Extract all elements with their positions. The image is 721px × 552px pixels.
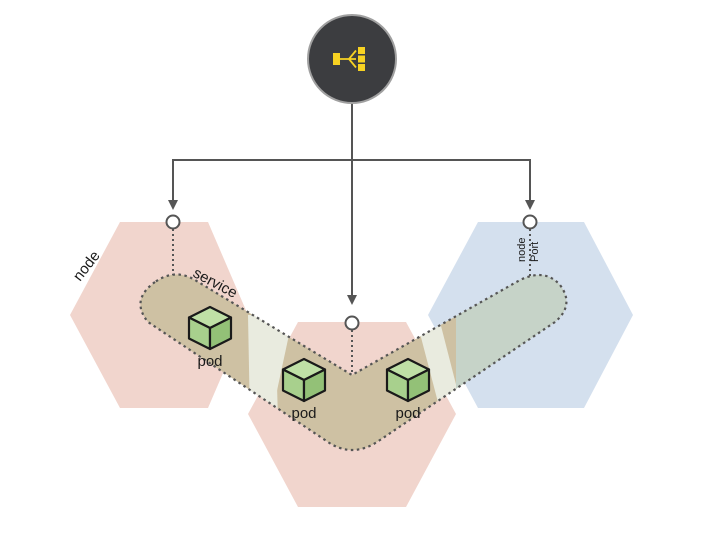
port-links [172, 229, 531, 372]
node-port-label-line2: Port [529, 242, 541, 262]
pod-label: pod [197, 353, 222, 370]
pod: pod [281, 357, 327, 422]
node-port-label-line1: node [516, 238, 528, 262]
pod: pod [385, 357, 431, 422]
pods: pod pod pod [187, 305, 431, 422]
node-port-right [522, 214, 538, 230]
connectors [168, 102, 535, 305]
node-port-label: node Port [516, 238, 541, 262]
load-balancer[interactable] [307, 14, 397, 104]
pod-label: pod [291, 405, 316, 422]
node-port-center [344, 315, 360, 331]
pod: pod [187, 305, 233, 370]
pod-label: pod [395, 405, 420, 422]
load-balancer-icon [333, 47, 365, 71]
node-port-left [165, 214, 181, 230]
